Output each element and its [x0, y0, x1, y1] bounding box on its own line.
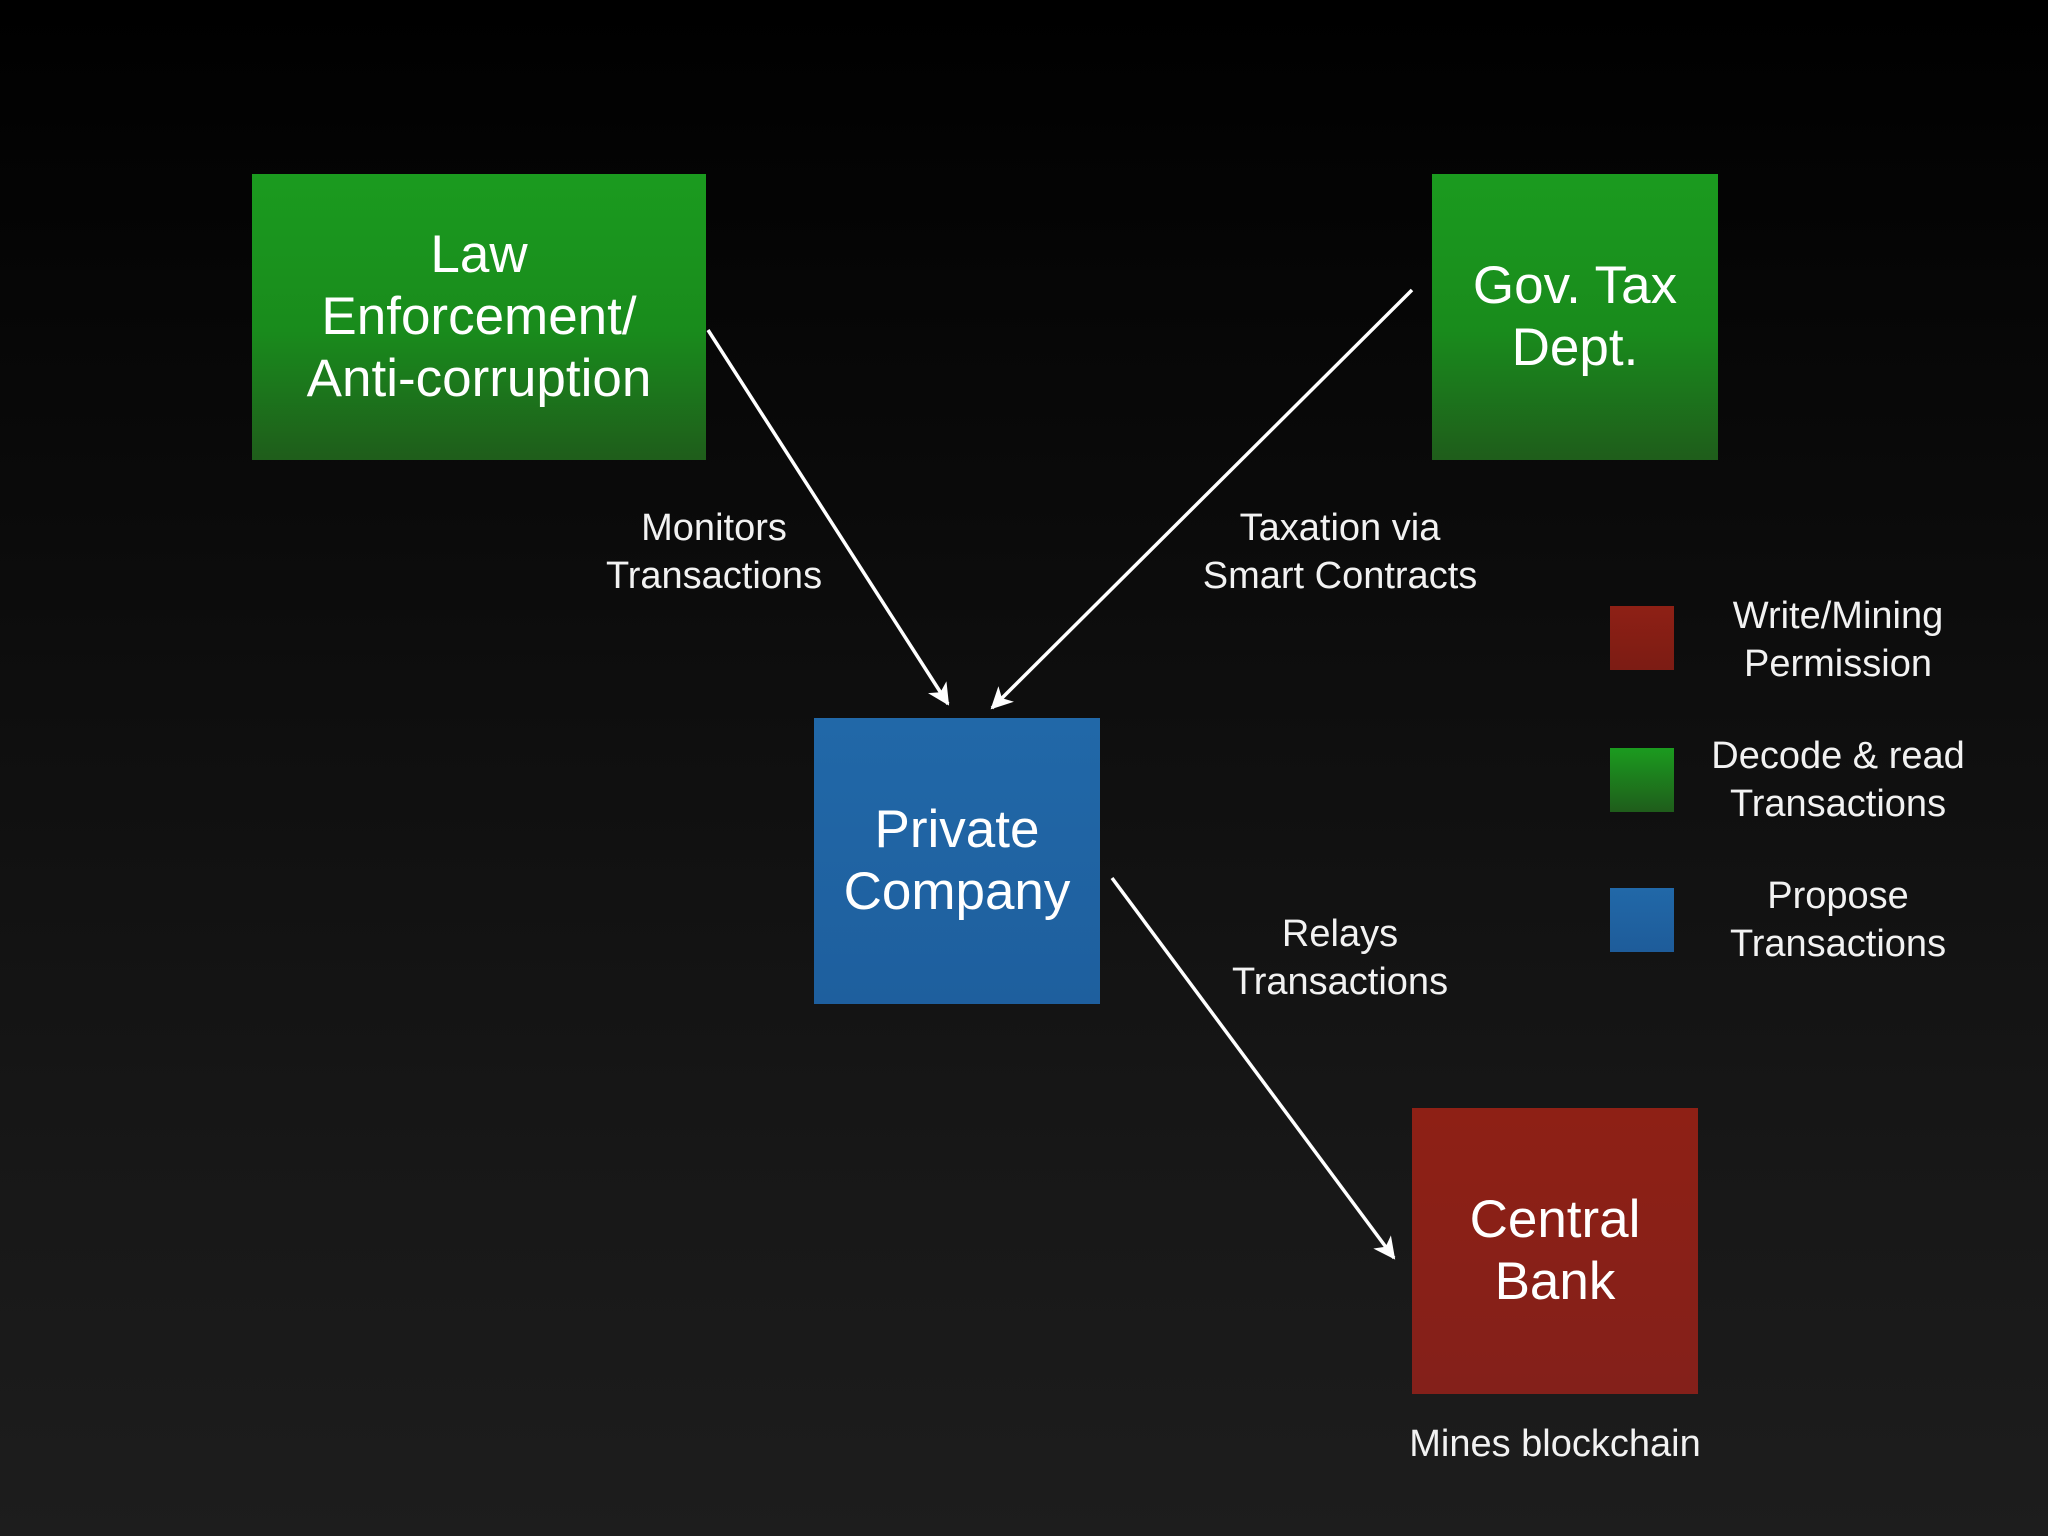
- edge-label-relays-line2: Transactions: [1231, 961, 1449, 1003]
- edge-label-taxation: Taxation via Smart Contracts: [1170, 504, 1510, 600]
- node-private-company: Private Company: [814, 718, 1100, 1004]
- legend-write-line1: Write/Mining: [1732, 595, 1944, 637]
- node-gov-tax-dept: Gov. Tax Dept.: [1432, 174, 1718, 460]
- node-company-line1: Private: [874, 800, 1040, 859]
- legend-entry-decode: Decode & read Transactions: [1680, 732, 1996, 828]
- node-bank-line1: Central: [1469, 1190, 1641, 1249]
- node-company-line2: Company: [843, 862, 1071, 921]
- edge-label-monitors: Monitors Transactions: [574, 504, 854, 600]
- edge-label-relays: Relays Transactions: [1200, 910, 1480, 1006]
- edge-label-monitors-line1: Monitors: [641, 507, 787, 549]
- edge-label-taxation-line2: Smart Contracts: [1202, 555, 1478, 597]
- legend-swatch-propose: [1610, 888, 1674, 952]
- node-tax-line1: Gov. Tax: [1472, 256, 1678, 315]
- node-law-line1: Law: [430, 225, 528, 284]
- note-mines-text: Mines blockchain: [1409, 1423, 1701, 1465]
- arrow-tax-to-company: [990, 288, 1414, 710]
- node-law-enforcement: Law Enforcement/ Anti-corruption: [252, 174, 706, 460]
- legend-write-line2: Permission: [1744, 643, 1932, 685]
- edge-label-relays-line1: Relays: [1281, 913, 1399, 955]
- legend-swatch-write: [1610, 606, 1674, 670]
- node-tax-line2: Dept.: [1511, 318, 1639, 377]
- legend-swatch-decode: [1610, 748, 1674, 812]
- note-mines-blockchain: Mines blockchain: [1370, 1420, 1740, 1468]
- legend-decode-line1: Decode & read: [1711, 735, 1965, 777]
- edge-label-taxation-line1: Taxation via: [1239, 507, 1441, 549]
- node-central-bank: Central Bank: [1412, 1108, 1698, 1394]
- legend-propose-line2: Transactions: [1729, 923, 1947, 965]
- legend-entry-propose: Propose Transactions: [1680, 872, 1996, 968]
- legend-entry-write: Write/Mining Permission: [1680, 592, 1996, 688]
- edge-label-monitors-line2: Transactions: [605, 555, 823, 597]
- legend-decode-line2: Transactions: [1729, 783, 1947, 825]
- node-law-line2: Enforcement/: [321, 287, 637, 346]
- legend-propose-line1: Propose: [1767, 875, 1909, 917]
- node-bank-line2: Bank: [1494, 1252, 1616, 1311]
- node-law-line3: Anti-corruption: [306, 349, 652, 408]
